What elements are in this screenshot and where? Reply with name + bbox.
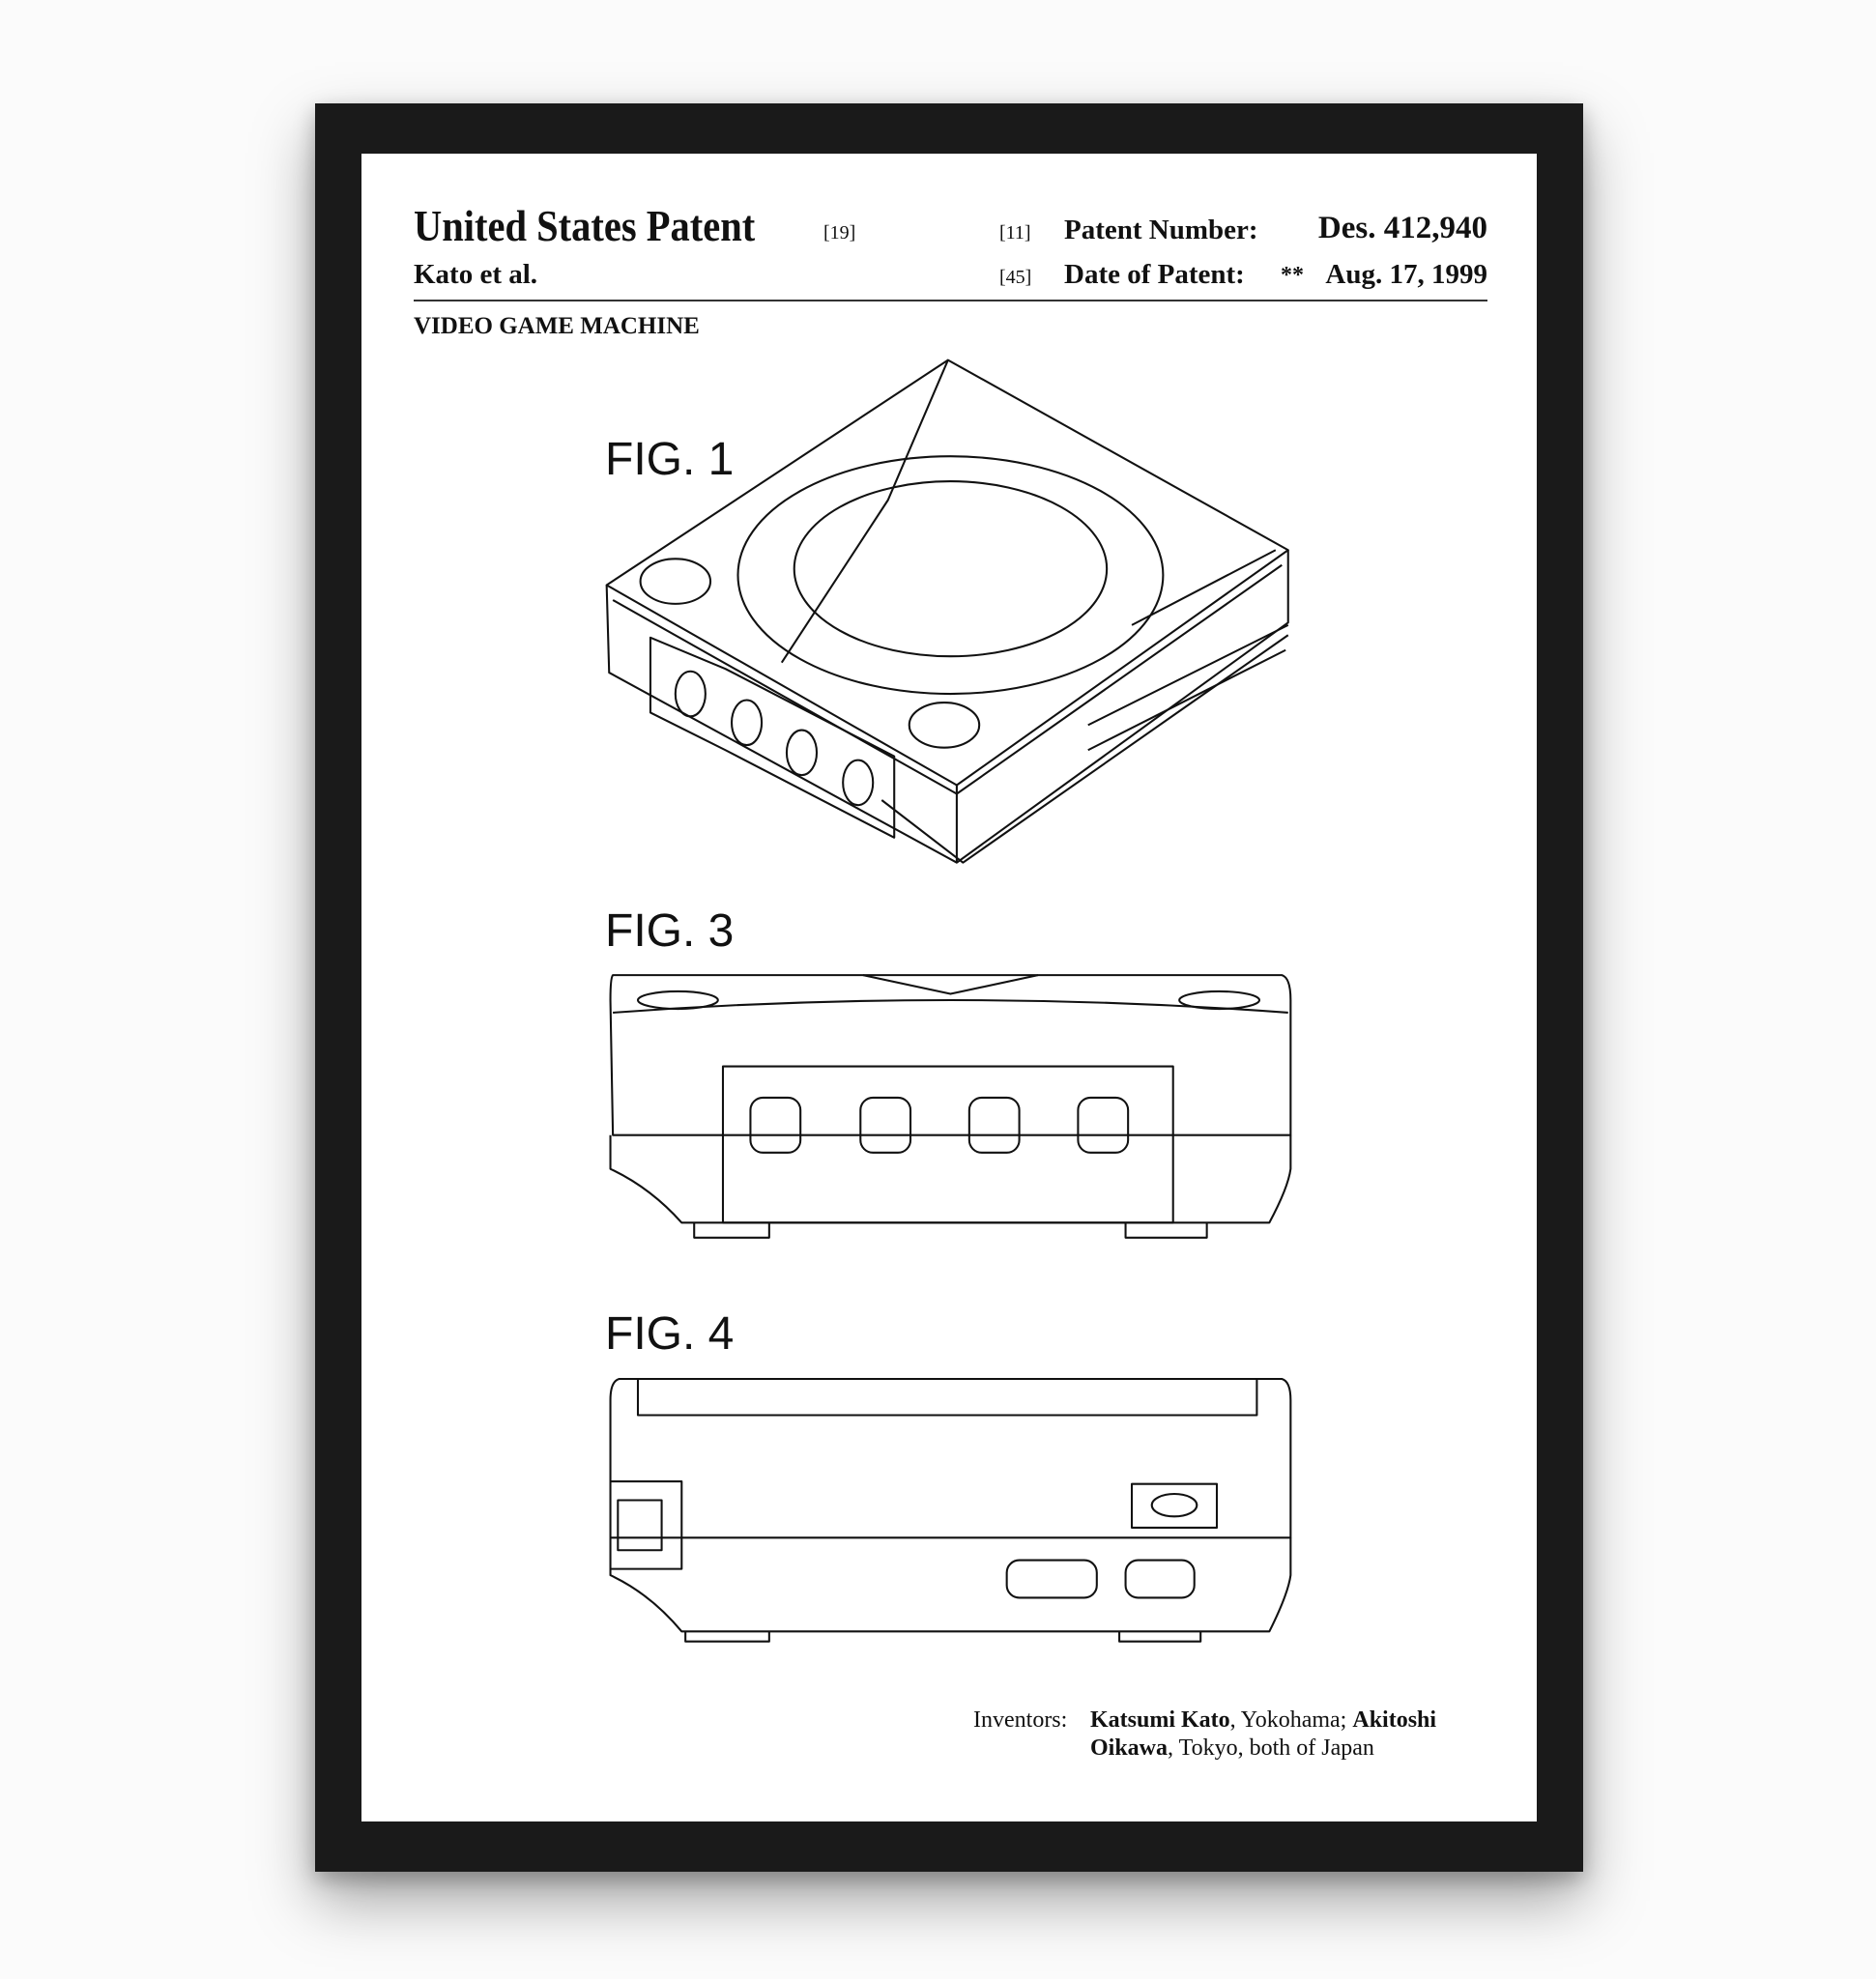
date-label: Date of Patent: <box>1064 259 1245 290</box>
patent-date: Aug. 17, 1999 <box>1325 259 1487 290</box>
inventor-1-name: Katsumi Kato <box>1090 1707 1230 1733</box>
inventor-2-last: Oikawa <box>1090 1735 1169 1761</box>
fig3-label: FIG. 3 <box>605 905 735 957</box>
inventor-short: Kato et al. <box>414 259 538 290</box>
header-rule <box>414 300 1487 301</box>
fig3-console-front <box>609 974 1292 1239</box>
fig4-console-back <box>609 1377 1292 1643</box>
fig4-label: FIG. 4 <box>605 1308 735 1360</box>
fig1-console-isometric <box>605 359 1289 864</box>
patent-title: United States Patent <box>414 202 756 250</box>
title-ref: [19] <box>823 222 856 244</box>
inventors-line1: Katsumi Kato, Yokohama; Akitoshi <box>1090 1707 1436 1734</box>
patent-number-label: Patent Number: <box>1064 215 1258 245</box>
fig1-label: FIG. 1 <box>605 434 735 485</box>
date-ref: [45] <box>999 267 1032 288</box>
inventor-2-place: , Tokyo, both of Japan <box>1168 1735 1374 1761</box>
inventors-line2: Oikawa, Tokyo, both of Japan <box>1090 1735 1374 1762</box>
subject-title: VIDEO GAME MACHINE <box>414 313 700 339</box>
date-mark: ** <box>1281 263 1304 288</box>
inventors-label: Inventors: <box>973 1707 1068 1733</box>
patent-print <box>361 154 1537 1821</box>
patent-number: Des. 412,940 <box>1317 211 1487 245</box>
inventor-2-first: Akitoshi <box>1352 1707 1437 1733</box>
patent-number-ref: [11] <box>999 222 1031 244</box>
inventor-1-place: , Yokohama; <box>1229 1707 1353 1733</box>
